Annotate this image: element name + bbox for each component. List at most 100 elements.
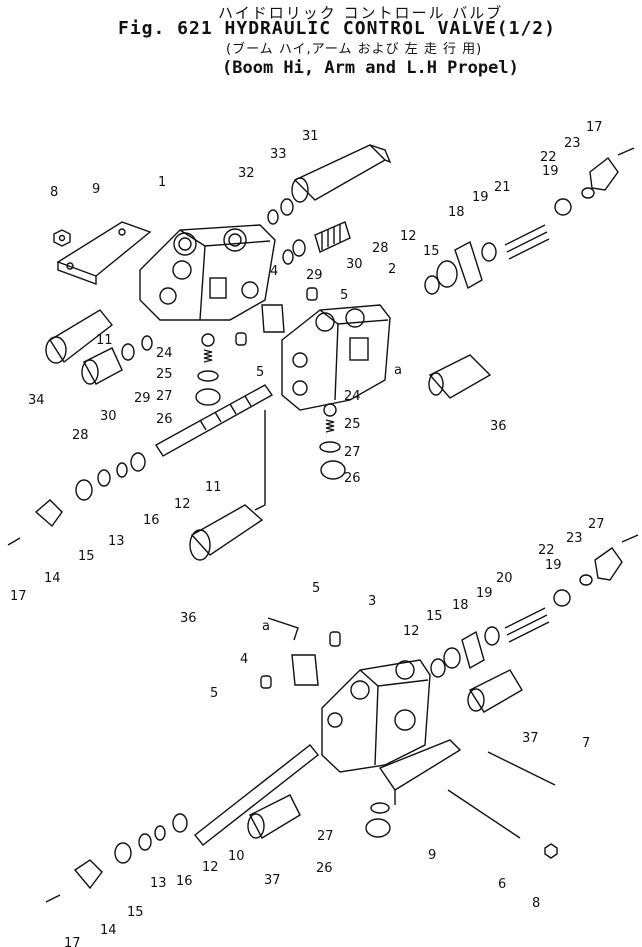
ball-24-left: [201, 333, 215, 347]
plate-15-lower-left: [114, 842, 132, 864]
plug-26-left: [195, 388, 221, 406]
bolt-7: [487, 751, 556, 786]
label-30a: 30: [346, 257, 363, 272]
spool-11: [155, 384, 274, 457]
label-a2: a: [262, 619, 270, 634]
seat-19-upper-a: [554, 198, 572, 216]
label-13b: 13: [150, 876, 167, 891]
bracket-9-lower: [378, 739, 462, 805]
label-5b: 5: [256, 365, 264, 380]
label-19d: 19: [545, 558, 562, 573]
o-ring-30-upper: [292, 239, 306, 257]
label-36b: 36: [180, 611, 197, 626]
label-22a: 22: [540, 150, 557, 165]
label-6: 6: [498, 877, 506, 892]
label-25a: 25: [156, 367, 173, 382]
leader-line-36: [254, 410, 266, 511]
label-23b: 23: [566, 531, 583, 546]
label-12d: 12: [202, 860, 219, 875]
label-17a: 17: [586, 120, 603, 135]
bolt-22-upper: [581, 187, 595, 199]
label-5c: 5: [312, 581, 320, 596]
label-1: 1: [158, 175, 166, 190]
o-ring-33: [280, 198, 294, 216]
label-10: 10: [228, 849, 245, 864]
plug-28-upper: [314, 221, 351, 253]
plug-26-right: [320, 460, 346, 480]
label-8a: 8: [50, 185, 58, 200]
solenoid-37-right: [467, 669, 523, 713]
bolt-17-upper-left: [7, 537, 21, 546]
label-15d: 15: [127, 905, 144, 920]
cover-23-upper: [589, 156, 619, 191]
o-ring-32: [267, 209, 279, 225]
bracket-9-upper: [56, 221, 152, 286]
label-5a: 5: [340, 288, 348, 303]
label-12c: 12: [403, 624, 420, 639]
label-25b: 25: [344, 417, 361, 432]
label-11a: 11: [96, 333, 113, 348]
bolt-22-lower: [579, 574, 593, 586]
bolt-17-lower-left: [45, 894, 61, 903]
label-13a: 13: [108, 534, 125, 549]
label-34: 34: [28, 393, 45, 408]
seal-5b: [235, 332, 247, 346]
bolt-17-lower-right: [621, 534, 639, 543]
cover-23-lower: [594, 547, 623, 581]
spring-20: [504, 607, 550, 643]
spool-10: [194, 744, 319, 846]
label-4a: 4: [270, 264, 278, 279]
label-9a: 9: [92, 182, 100, 197]
label-37b: 37: [264, 873, 281, 888]
seal-5d: [329, 631, 341, 647]
label-15b: 15: [78, 549, 95, 564]
label-12a: 12: [400, 229, 417, 244]
bolt-17-upper-right: [617, 147, 635, 156]
cover-14-lower: [73, 859, 103, 890]
ring-12-upper-left: [130, 452, 146, 472]
o-ring-29-left: [141, 335, 153, 351]
japanese-title: ハイドロリック コントロール バルブ: [218, 4, 504, 22]
spring-25-left: [203, 349, 213, 363]
o-ring-30-left: [121, 343, 135, 361]
solenoid-36-right: [428, 354, 492, 399]
japanese-subtitle: (ブーム ハイ,アーム および 左 走 行 用): [226, 42, 483, 57]
plate-15-upper: [436, 260, 458, 288]
label-7: 7: [582, 736, 590, 751]
ring-12-lower-right: [430, 658, 446, 678]
label-37a: 37: [522, 731, 539, 746]
label-23a: 23: [564, 136, 581, 151]
valve-body-3: [321, 659, 431, 773]
ring-12-upper-right: [424, 275, 440, 295]
label-29a: 29: [306, 268, 323, 283]
o-ring-29-upper: [282, 249, 294, 265]
valve-body-2: [281, 304, 391, 411]
english-subtitle: (Boom Hi, Arm and L.H Propel): [222, 58, 519, 78]
solenoid-37-left: [247, 794, 301, 839]
label-5d: 5: [210, 686, 218, 701]
label-14b: 14: [100, 923, 117, 938]
spring-25-right: [325, 419, 335, 433]
label-9b: 9: [428, 848, 436, 863]
label-21: 21: [494, 180, 511, 195]
label-24a: 24: [156, 346, 173, 361]
label-26c: 26: [316, 861, 333, 876]
label-16b: 16: [176, 874, 193, 889]
title-block: ハイドロリック コントロール バルブ Fig. 621 HYDRAULIC CO…: [0, 0, 642, 84]
seal-5c: [260, 675, 272, 689]
label-3: 3: [368, 594, 376, 609]
label-15c: 15: [426, 609, 443, 624]
label-36a: 36: [490, 419, 507, 434]
label-27b: 27: [344, 445, 361, 460]
label-8b: 8: [532, 896, 540, 911]
label-32: 32: [238, 166, 255, 181]
figure-title: Fig. 621 HYDRAULIC CONTROL VALVE(1/2): [118, 18, 556, 39]
label-33: 33: [270, 147, 287, 162]
solenoid-36-left: [189, 504, 264, 561]
label-a1: a: [394, 363, 402, 378]
label-12b: 12: [174, 497, 191, 512]
label-17b: 17: [10, 589, 27, 604]
plug-28-left: [81, 347, 123, 385]
label-29b: 29: [134, 391, 151, 406]
label-30b: 30: [100, 409, 117, 424]
